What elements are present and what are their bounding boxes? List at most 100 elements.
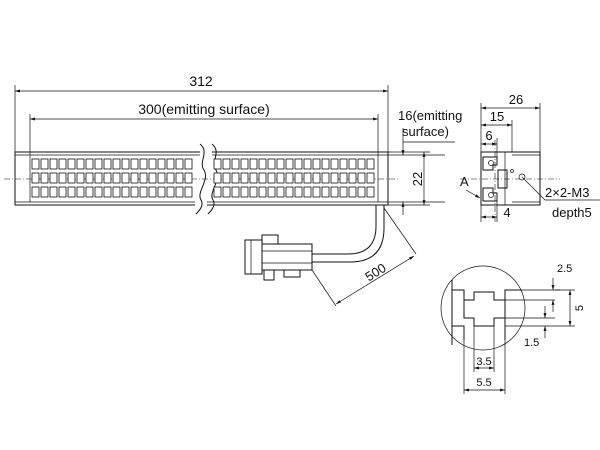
led-cell xyxy=(130,186,139,198)
led-cell xyxy=(285,158,294,170)
led-cell xyxy=(40,158,49,170)
led-cell xyxy=(222,172,231,184)
dim-emitting-length: 300(emitting surface) xyxy=(29,101,379,155)
led-cell xyxy=(330,158,339,170)
led-cell xyxy=(366,186,375,198)
led-cell xyxy=(258,186,267,198)
led-cell xyxy=(285,172,294,184)
led-cell xyxy=(258,172,267,184)
led-cell xyxy=(166,172,175,184)
detail-5-5-label: 5.5 xyxy=(476,377,491,389)
led-cell xyxy=(276,186,285,198)
led-cell xyxy=(312,186,321,198)
led-cell xyxy=(357,158,366,170)
led-cell xyxy=(58,172,67,184)
led-cell xyxy=(294,158,303,170)
led-cell xyxy=(321,186,330,198)
led-cell xyxy=(357,186,366,198)
led-cell xyxy=(49,158,58,170)
led-array xyxy=(31,158,375,198)
led-cell xyxy=(231,172,240,184)
side-4-label: 4 xyxy=(503,205,510,220)
led-cell xyxy=(231,158,240,170)
led-cell xyxy=(76,172,85,184)
led-cell xyxy=(175,186,184,198)
led-cell xyxy=(67,158,76,170)
led-cell xyxy=(94,186,103,198)
led-cell xyxy=(249,186,258,198)
led-cell xyxy=(148,172,157,184)
led-cell xyxy=(139,186,148,198)
led-cell xyxy=(222,158,231,170)
led-cell xyxy=(40,186,49,198)
led-cell xyxy=(58,158,67,170)
side-width-label: 26 xyxy=(509,92,523,107)
led-cell xyxy=(213,158,222,170)
led-cell xyxy=(67,186,76,198)
led-cell xyxy=(303,172,312,184)
led-cell xyxy=(130,172,139,184)
overall-length-label: 312 xyxy=(189,73,213,89)
led-cell xyxy=(166,186,175,198)
led-cell xyxy=(276,172,285,184)
view-a-label: A xyxy=(460,174,469,189)
led-cell xyxy=(76,186,85,198)
led-cell xyxy=(321,158,330,170)
led-cell xyxy=(121,172,130,184)
emitting-length-label: 300(emitting surface) xyxy=(138,101,270,117)
led-cell xyxy=(303,186,312,198)
led-cell xyxy=(240,158,249,170)
led-cell xyxy=(139,158,148,170)
led-cell xyxy=(339,172,348,184)
dim-emit-width: 16(emitting surface) xyxy=(388,108,462,215)
led-cell xyxy=(94,172,103,184)
led-cell xyxy=(175,158,184,170)
led-cell xyxy=(49,186,58,198)
led-cell xyxy=(339,158,348,170)
led-cell xyxy=(139,172,148,184)
led-cell xyxy=(294,186,303,198)
emit-width-label-2: surface) xyxy=(402,124,449,139)
led-cell xyxy=(258,158,267,170)
led-cell xyxy=(312,172,321,184)
detail-1-5-label: 1.5 xyxy=(524,337,539,349)
led-cell xyxy=(276,158,285,170)
led-cell xyxy=(121,158,130,170)
led-cell xyxy=(85,172,94,184)
led-cell xyxy=(184,158,193,170)
led-cell xyxy=(112,186,121,198)
led-cell xyxy=(321,172,330,184)
dim-cable-length: 500 xyxy=(311,207,417,307)
led-cell xyxy=(112,172,121,184)
led-cell xyxy=(339,186,348,198)
led-cell xyxy=(267,158,276,170)
led-cell xyxy=(330,186,339,198)
led-cell xyxy=(31,158,40,170)
led-cell xyxy=(366,158,375,170)
led-cell xyxy=(76,158,85,170)
led-cell xyxy=(148,186,157,198)
led-cell xyxy=(31,186,40,198)
led-cell xyxy=(103,186,112,198)
led-cell xyxy=(222,186,231,198)
led-cell xyxy=(348,158,357,170)
led-cell xyxy=(85,186,94,198)
side-15-label: 15 xyxy=(490,109,504,124)
led-cell xyxy=(157,186,166,198)
led-cell xyxy=(267,172,276,184)
led-cell xyxy=(166,158,175,170)
detail-3-5-label: 3.5 xyxy=(476,356,491,368)
led-cell xyxy=(312,158,321,170)
led-cell xyxy=(366,172,375,184)
led-cell xyxy=(285,186,294,198)
led-cell xyxy=(357,172,366,184)
cable-length-label: 500 xyxy=(362,260,388,284)
front-view: 312 300(emitting surface) 16(emitting su… xyxy=(4,73,462,307)
led-cell xyxy=(157,172,166,184)
led-cell xyxy=(148,158,157,170)
led-cell xyxy=(121,186,130,198)
tap-label-2: depth5 xyxy=(552,205,592,220)
led-cell xyxy=(175,172,184,184)
led-cell xyxy=(112,158,121,170)
led-cell xyxy=(240,186,249,198)
